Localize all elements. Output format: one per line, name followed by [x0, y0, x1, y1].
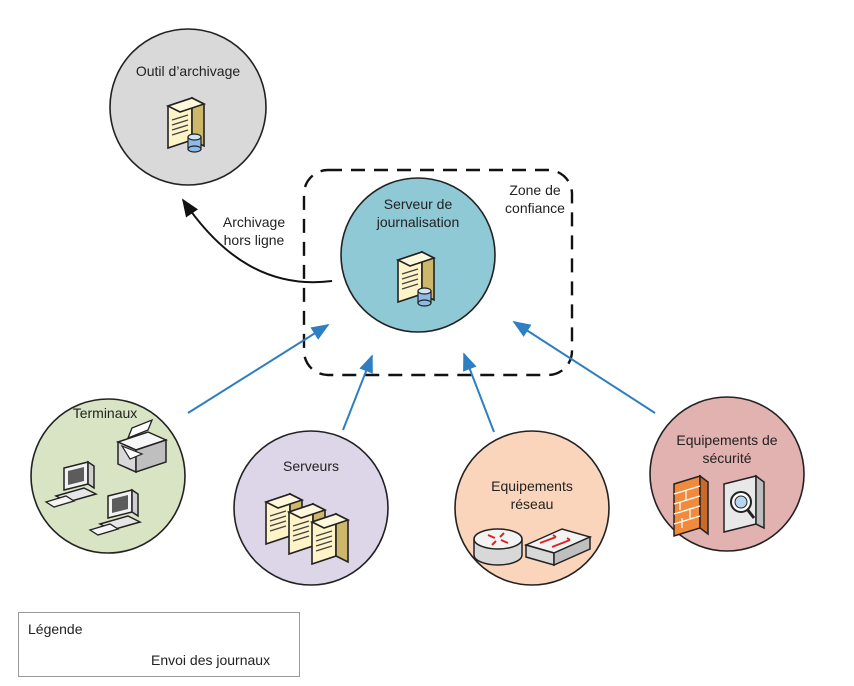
- switch-icon: [523, 528, 593, 567]
- security-label: Equipements de sécurité: [676, 432, 778, 466]
- archive-label: Outil d’archivage: [135, 63, 241, 79]
- trust-zone-boundary: [302, 168, 574, 377]
- legend-entry-label: Envoi des journaux: [151, 652, 271, 668]
- router-icon: [473, 528, 523, 566]
- arrow-terminals-to-log-server: [187, 324, 330, 414]
- printer-icon: [115, 418, 169, 474]
- terminals-label: Terminaux: [72, 405, 138, 421]
- trust-zone-label: Zone de confiance: [505, 182, 565, 216]
- legend-title: Légende: [28, 621, 83, 637]
- server-icon: [311, 513, 349, 565]
- firewall-icon: [673, 474, 709, 538]
- arrow-network-to-log-server: [463, 352, 495, 433]
- arrow-log-server-to-archive: [181, 198, 333, 284]
- servers-label: Serveurs: [282, 458, 340, 474]
- security-scanner-icon: [723, 474, 765, 533]
- log-server-label: Serveur de journalisation: [376, 196, 460, 230]
- archive-link-label: Archivage hors ligne: [222, 214, 286, 248]
- network-label: Equipements réseau: [491, 478, 573, 512]
- arrow-security-to-log-server: [512, 321, 656, 414]
- arrow-servers-to-log-server: [342, 354, 373, 431]
- legend: Légende Envoi des journaux: [18, 612, 300, 677]
